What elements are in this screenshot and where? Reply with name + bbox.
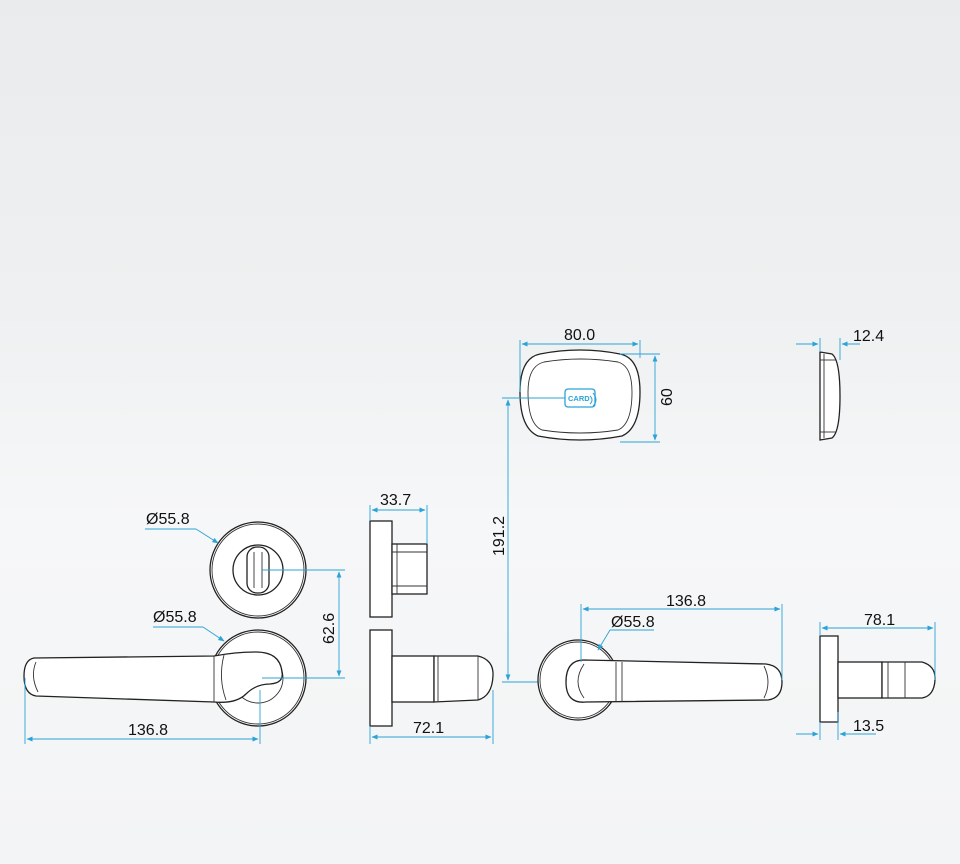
dim-reader-height: 60 [620,353,676,443]
dim-text-rose-diameter-top: Ø55.8 [146,511,190,528]
dim-rose-projection: 33.7 [369,492,428,544]
side-lever [369,629,494,727]
side-view: 33.7 72.1 [369,492,494,744]
dim-text-side-plate-thickness: 13.5 [853,718,884,735]
dim-text-rose-projection: 33.7 [380,492,411,509]
front-view: Ø55.8 Ø55.8 62.6 136.8 [23,511,345,744]
card-reader-side: 12.4 [796,328,884,441]
card-reader-front: CARD 80.0 60 191.2 [491,327,676,683]
lever-handle-front [23,651,283,703]
dim-text-lever-projection: 72.1 [413,720,444,737]
dim-text-rose-diameter-lever: Ø55.8 [153,609,197,626]
dim-reader-offset: 191.2 [491,397,565,683]
dim-rose-diameter-top: Ø55.8 [145,511,219,544]
dim-center-distance: 62.6 [262,569,345,679]
dim-text-reader-offset: 191.2 [491,516,508,556]
dim-text-center-distance: 62.6 [321,613,338,644]
dim-rose-diameter-lever: Ø55.8 [153,609,225,642]
dim-text-rose-diameter-right: Ø55.8 [611,614,655,631]
card-label: CARD [568,394,590,403]
dim-lever-length-left: 136.8 [24,678,261,744]
dim-rose-diameter-right: Ø55.8 [597,614,655,651]
dim-text-lever-length-left: 136.8 [128,722,168,739]
thumbturn-rose [209,521,307,619]
dim-reader-width: 80.0 [519,327,641,392]
dim-text-side-total-depth: 78.1 [864,612,895,629]
dim-text-reader-depth: 12.4 [853,328,884,345]
dim-lever-projection: 72.1 [369,690,494,744]
dim-text-reader-height: 60 [659,388,676,406]
dim-lever-length-right: 136.8 [580,593,783,680]
dim-text-lever-length-right: 136.8 [666,593,706,610]
side-thumbturn [369,520,428,618]
dim-text-reader-width: 80.0 [564,327,595,344]
dim-side-plate-thickness: 13.5 [796,712,884,740]
dim-side-total-depth: 78.1 [819,612,936,680]
right-lever-front: 136.8 Ø55.8 [537,593,783,721]
far-right-side-view: 78.1 13.5 [796,612,936,740]
dim-reader-depth: 12.4 [796,328,884,360]
